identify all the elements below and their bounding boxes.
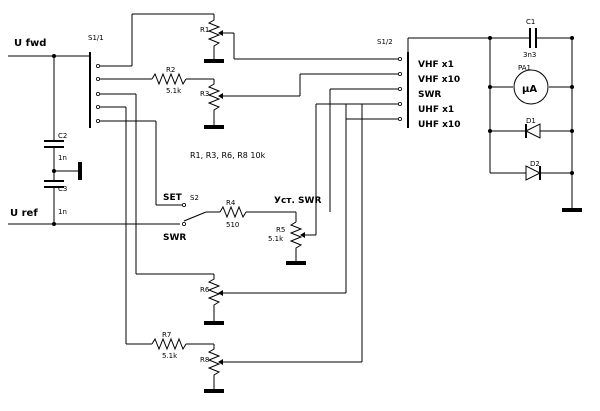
r5-value: 5.1k (268, 235, 284, 243)
r4-name: R4 (226, 199, 236, 207)
r2-name: R2 (166, 66, 175, 74)
diode-d1-icon (524, 123, 541, 139)
input-section: U fwd U ref C2 1n C3 1n (8, 38, 180, 226)
c1-value: 3n3 (523, 51, 536, 59)
meter-section: C1 3n3 PA1 µA D1 D2 (488, 18, 582, 212)
pot-r6: R6 (200, 103, 398, 325)
s2-set-label: SET (163, 193, 183, 203)
s1-2-pos-1: VHF x1 (418, 60, 454, 70)
s1-2-pos-2: VHF x10 (418, 75, 460, 85)
c1-name: C1 (526, 18, 535, 26)
s1-2-wiring (329, 88, 398, 212)
s2-swr-label: SWR (163, 233, 186, 243)
u-ref-label: U ref (10, 208, 38, 219)
r6-name: R6 (200, 286, 210, 294)
switch-s1-2: S1/2 VHF x1 VHF x10 SWR UHF x1 UHF x10 (377, 37, 490, 130)
switch-s2: SET S2 SWR R4 510 (163, 193, 297, 243)
d1-name: D1 (526, 117, 536, 125)
s1-1-label: S1/1 (88, 34, 104, 42)
s1-2-pos-5: UHF x10 (418, 120, 460, 130)
microammeter-icon (513, 69, 549, 105)
r1-name: R1 (200, 26, 209, 34)
r2-value: 5.1k (166, 87, 182, 95)
r8-name: R8 (200, 356, 209, 364)
pot-values-note: R1, R3, R6, R8 10k (190, 151, 266, 160)
r4-value: 510 (226, 221, 239, 229)
r3-name: R3 (200, 90, 209, 98)
s1-2-pos-3: SWR (418, 90, 441, 100)
u-fwd-label: U fwd (14, 38, 46, 49)
pot-r8: R7 5.1k R8 (151, 104, 363, 393)
c2-value: 1n (58, 154, 67, 162)
r7-name: R7 (162, 331, 171, 339)
r7-value: 5.1k (162, 352, 178, 360)
d2-name: D2 (530, 160, 540, 168)
pot-r5: Уст. SWR R5 5.1k (268, 103, 398, 265)
meter-symbol: µA (522, 84, 537, 95)
s1-2-pos-4: UHF x1 (418, 105, 454, 115)
pot-r1: R1 (200, 14, 398, 63)
diode-d2-icon (525, 165, 542, 181)
meter-name: PA1 (518, 64, 531, 72)
c3-name: C3 (58, 185, 67, 193)
swr-adjust-label: Уст. SWR (274, 196, 321, 206)
switch-s1-1: S1/1 R2 5.1k (88, 13, 214, 345)
r5-name: R5 (276, 226, 285, 234)
s2-label: S2 (190, 194, 199, 202)
c3-value: 1n (58, 208, 67, 216)
c2-name: C2 (58, 132, 67, 140)
pot-r3: R3 (200, 73, 398, 129)
s1-2-label: S1/2 (377, 38, 393, 46)
